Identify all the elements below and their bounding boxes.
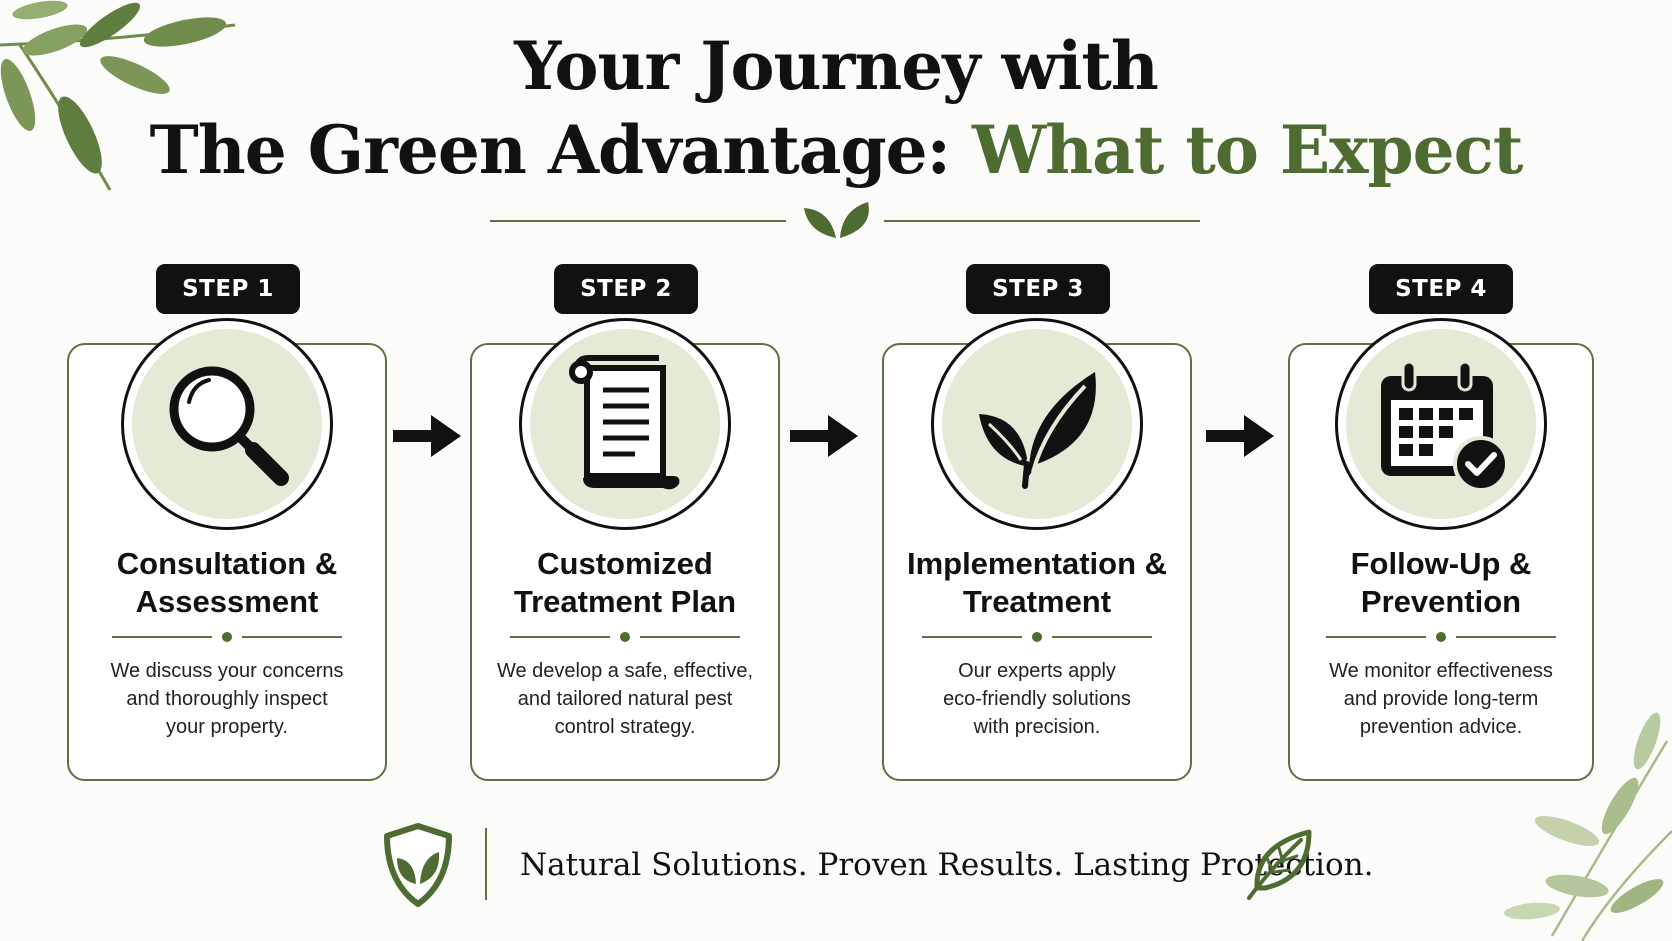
title-line-2-dark: The Green Advantage:: [149, 111, 973, 189]
step-icon-circle-2: [519, 318, 731, 530]
step-desc-3-line-1: Our experts apply: [958, 660, 1116, 682]
decorative-leaves-bottom-right: [1504, 712, 1672, 941]
step-separator-2: [510, 632, 740, 642]
leaf-outline-icon: [1247, 829, 1312, 900]
step-desc-3-line-2: eco-friendly solutions: [943, 688, 1131, 710]
step-desc-4-line-2: and provide long-term: [1343, 688, 1539, 710]
step-badge-1: STEP 1: [156, 264, 300, 314]
title-line-2: The Green Advantage: What to Expect: [0, 108, 1672, 192]
step-title-2-line-1: Customized: [537, 546, 713, 581]
step-title-3-line-1: Implementation &: [906, 546, 1168, 581]
step-desc-2-line-2: and tailored natural pest: [517, 688, 733, 710]
title-line-1: Your Journey with: [514, 27, 1159, 105]
shield-leaf-icon: [384, 823, 452, 907]
step-title-2: Customized Treatment Plan: [465, 545, 785, 621]
footer-tagline: Natural Solutions. Proven Results. Lasti…: [520, 847, 1374, 883]
arrow-right-icon: [790, 415, 858, 457]
step-desc-1-line-3: your property.: [166, 716, 288, 738]
step-badge-3: STEP 3: [966, 264, 1110, 314]
step-title-4-line-1: Follow-Up &: [1350, 546, 1532, 581]
step-title-1-line-2: Assessment: [135, 584, 319, 619]
step-title-4: Follow-Up & Prevention: [1281, 545, 1601, 621]
step-separator-3: [922, 632, 1152, 642]
step-desc-2-line-1: We develop a safe, effective,: [496, 660, 754, 682]
title-line-2-green: What to Expect: [972, 111, 1523, 189]
title-divider: [490, 202, 1200, 238]
step-desc-4-line-3: prevention advice.: [1359, 716, 1523, 738]
step-desc-2-line-3: control strategy.: [554, 716, 696, 738]
step-desc-1-line-2: and thoroughly inspect: [126, 688, 328, 710]
magnifying-glass-icon: [169, 366, 289, 486]
step-badge-2: STEP 2: [554, 264, 698, 314]
step-title-1-line-1: Consultation &: [116, 546, 338, 581]
step-icon-circle-4: [1335, 318, 1547, 530]
step-card-1: [67, 343, 387, 781]
step-desc-4: We monitor effectiveness and provide lon…: [1291, 657, 1591, 741]
step-icon-circle-1: [121, 318, 333, 530]
step-badge-4: STEP 4: [1369, 264, 1513, 314]
footer-divider: [485, 828, 487, 900]
scroll-icon: [569, 355, 680, 490]
step-title-4-line-2: Prevention: [1360, 584, 1522, 619]
calendar-check-icon: [1381, 360, 1509, 492]
arrow-right-icon: [1206, 415, 1274, 457]
step-desc-3: Our experts apply eco-friendly solutions…: [887, 657, 1187, 741]
step-title-3-line-2: Treatment: [962, 584, 1112, 619]
arrow-right-icon: [393, 415, 461, 457]
page-title: Your Journey with The Green Advantage: W…: [0, 24, 1672, 192]
step-separator-4: [1326, 632, 1556, 642]
step-desc-1: We discuss your concerns and thoroughly …: [77, 657, 377, 741]
step-title-2-line-2: Treatment Plan: [513, 584, 737, 619]
step-title-1: Consultation & Assessment: [67, 545, 387, 621]
leaf-icon: [979, 372, 1096, 489]
step-icon-circle-3: [931, 318, 1143, 530]
step-separator-1: [112, 632, 342, 642]
sprout-icon: [804, 202, 869, 238]
step-desc-2: We develop a safe, effective, and tailor…: [475, 657, 775, 741]
step-desc-3-line-3: with precision.: [973, 716, 1101, 738]
step-desc-4-line-1: We monitor effectiveness: [1329, 660, 1553, 682]
step-title-3: Implementation & Treatment: [877, 545, 1197, 621]
decorative-leaves-top-left: [0, 0, 236, 191]
step-desc-1-line-1: We discuss your concerns: [110, 660, 344, 682]
